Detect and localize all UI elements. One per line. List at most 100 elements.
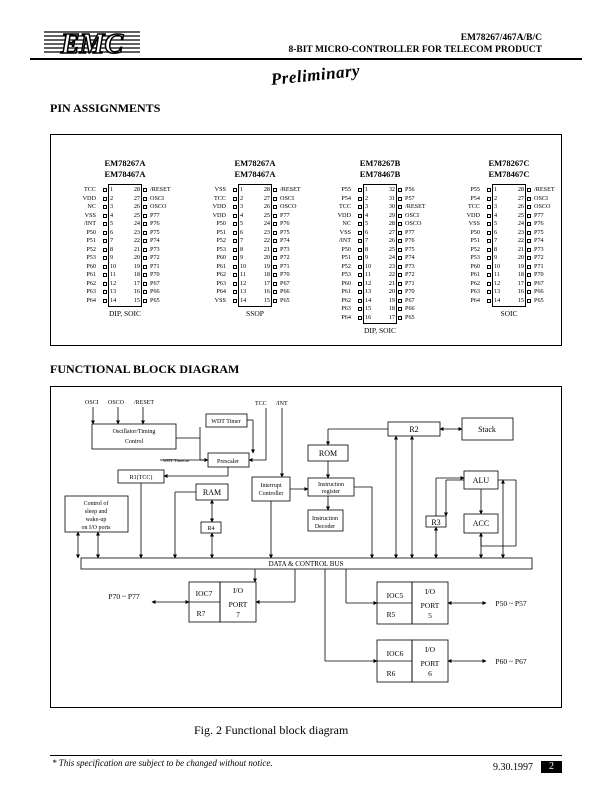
pin-number: 7 xyxy=(110,237,114,244)
pin-label-right: P57 xyxy=(405,194,415,202)
pin-number: 26 xyxy=(388,237,395,244)
pin-stub xyxy=(143,281,147,286)
pin-label-left: P53 xyxy=(341,271,351,278)
pin-stub xyxy=(103,273,107,277)
pin-number: 5 xyxy=(240,220,244,227)
pin-number: 23 xyxy=(388,262,395,270)
pin-number: 11 xyxy=(365,271,371,278)
pin-number: 21 xyxy=(388,279,395,287)
pin-stub xyxy=(527,205,531,209)
pin-label-right: P77 xyxy=(280,211,290,219)
pin-label-left: P53 xyxy=(470,254,480,261)
pin-label-left: P52 xyxy=(216,237,226,244)
pin-label-right: OSCO xyxy=(280,203,297,210)
pin-label-left: P53 xyxy=(86,254,96,261)
pin-label-right: P73 xyxy=(150,245,160,253)
pin-number: 13 xyxy=(110,288,117,295)
pin-label-right: P65 xyxy=(150,296,160,304)
pin-stub xyxy=(398,222,402,226)
pin-stub xyxy=(398,188,402,192)
osci-label: OSCI xyxy=(85,400,99,406)
pin-label-right: P77 xyxy=(534,211,544,219)
pin-label-right: P72 xyxy=(150,254,160,261)
pin-number: 14 xyxy=(240,296,247,304)
pin-stub xyxy=(358,247,362,252)
pin-number: 17 xyxy=(388,313,395,321)
pin-stub xyxy=(358,290,362,294)
pin-label-left: P64 xyxy=(216,288,226,295)
pin-stub xyxy=(527,290,531,294)
pin-number: 14 xyxy=(110,296,117,304)
footer-note: * This specification are subject to be c… xyxy=(52,758,273,768)
chip-body xyxy=(108,184,142,307)
pin-number: 10 xyxy=(365,262,372,270)
pin-stub xyxy=(233,247,237,252)
pin-number: 6 xyxy=(494,228,498,236)
pin-label-right: P75 xyxy=(280,228,290,236)
pin-label-left: P63 xyxy=(216,279,226,287)
pin-number: 27 xyxy=(517,194,524,202)
osc-timing-label-2: Control xyxy=(125,439,144,445)
pin-number: 14 xyxy=(365,296,372,304)
pin-stub xyxy=(273,213,277,218)
pin-number: 24 xyxy=(263,220,270,227)
pin-number: 9 xyxy=(240,254,244,261)
pin-label-left: VSS xyxy=(214,296,226,304)
pin-number: 7 xyxy=(240,237,244,244)
pin-stub xyxy=(527,273,531,277)
pin-number: 23 xyxy=(517,228,524,236)
pin-assignments-heading: PIN ASSIGNMENTS xyxy=(50,101,161,115)
pin-number: 19 xyxy=(517,262,524,270)
pin-label-right: P66 xyxy=(280,288,290,295)
pin-number: 10 xyxy=(110,262,117,270)
instr-dec-label-1: Instruction xyxy=(312,516,338,522)
pin-number: 2 xyxy=(494,194,498,202)
pin-number: 17 xyxy=(133,279,140,287)
pin-stub xyxy=(527,298,531,303)
pin-number: 22 xyxy=(388,271,395,278)
package-title-1: EM78267C xyxy=(488,158,530,168)
instr-reg-label-1: Instruction xyxy=(318,482,344,488)
pin-number: 21 xyxy=(517,245,524,253)
pin-number: 4 xyxy=(494,211,498,219)
r5-label: R5 xyxy=(387,610,396,619)
chip-body xyxy=(363,184,397,324)
pin-label-right: /RESET xyxy=(405,203,426,210)
pin-stub xyxy=(233,213,237,218)
pin-label-left: P52 xyxy=(470,245,480,253)
pin-number: 11 xyxy=(240,271,246,278)
pin-stub xyxy=(273,264,277,269)
wdt-timer-label: WDT Timer xyxy=(211,419,240,425)
pin-stub xyxy=(487,273,491,277)
pin-label-right: P67 xyxy=(280,279,290,287)
pin-number: 3 xyxy=(240,203,244,210)
pin-label-right: OSCO xyxy=(150,203,167,210)
pin-number: 28 xyxy=(133,186,140,193)
pin-stub xyxy=(143,205,147,209)
pin-label-right: P65 xyxy=(534,296,544,304)
pin-stub xyxy=(103,213,107,218)
pin-number: 8 xyxy=(365,245,369,253)
pin-stub xyxy=(273,205,277,209)
pin-stub xyxy=(398,290,402,294)
pin-number: 21 xyxy=(133,245,140,253)
interrupt-controller-block xyxy=(251,476,291,502)
pin-label-right: P74 xyxy=(280,237,290,244)
pin-stub xyxy=(143,290,147,294)
pin-label-right: P71 xyxy=(534,262,544,270)
pin-label-left: P61 xyxy=(86,271,96,278)
pin-label-left: P50 xyxy=(216,220,226,227)
io6-label-3: 6 xyxy=(428,669,432,678)
pin-stub xyxy=(358,315,362,320)
pin-number: 26 xyxy=(133,203,140,210)
pin-label-right: P70 xyxy=(150,271,160,278)
preliminary-stamp: Preliminary xyxy=(269,60,361,90)
pin-number: 25 xyxy=(263,211,270,219)
pin-number: 22 xyxy=(263,237,270,244)
pin-stub xyxy=(398,213,402,218)
pin-label-right: P70 xyxy=(280,271,290,278)
ioc5-label: IOC5 xyxy=(387,591,404,600)
pin-label-left: P52 xyxy=(86,245,96,253)
pin-stub xyxy=(527,281,531,286)
pin-label-left: VDD xyxy=(337,211,351,219)
